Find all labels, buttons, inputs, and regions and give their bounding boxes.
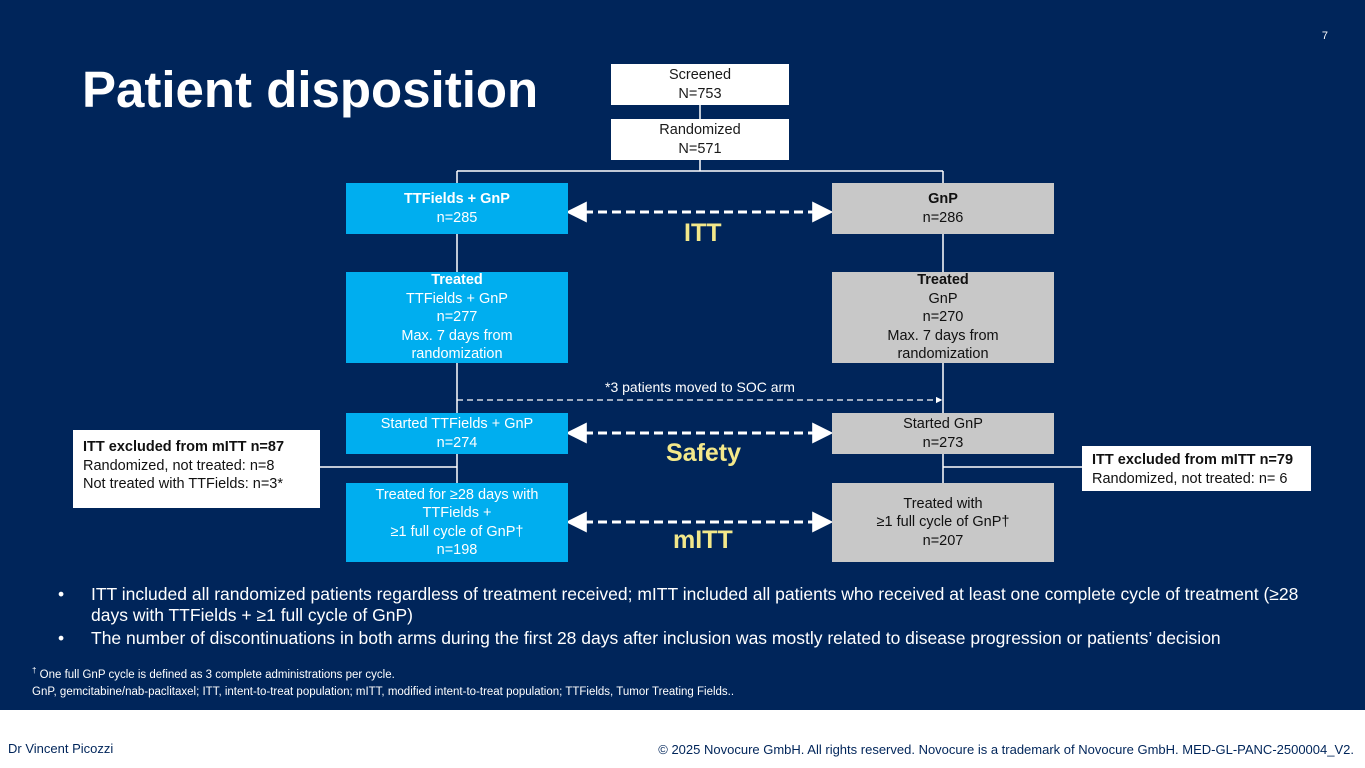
screened-box: Screened N=753 — [611, 64, 789, 105]
bullet-marker: • — [58, 584, 65, 604]
treated-ttfields-line: randomization — [411, 346, 503, 363]
randomized-label: Randomized — [659, 122, 741, 138]
screened-label: Screened — [668, 67, 732, 83]
mitt-gnp-line: ≥1 full cycle of GnP† — [876, 514, 1010, 531]
itt-label: ITT — [684, 219, 722, 247]
footnote-cycle: † One full GnP cycle is defined as 3 com… — [32, 662, 734, 684]
footnotes: † One full GnP cycle is defined as 3 com… — [32, 662, 734, 701]
bullet-item: • ITT included all randomized patients r… — [58, 584, 1318, 626]
treated-gnp-line: GnP — [928, 290, 958, 307]
mitt-ttfields-line: n=198 — [436, 542, 478, 558]
safety-label: Safety — [666, 439, 742, 467]
page-title: Patient disposition — [82, 61, 539, 118]
mitt-ttfields-line: ≥1 full cycle of GnP† — [390, 523, 524, 540]
treated-ttfields-line: Max. 7 days from — [401, 327, 513, 344]
treated-gnp-line: Max. 7 days from — [887, 327, 999, 344]
mitt-gnp-line: n=207 — [922, 532, 964, 549]
excluded-left-box: ITT excluded from mITT n=87 Randomized, … — [73, 430, 320, 508]
excluded-left-title: ITT excluded from mITT n=87 — [83, 439, 285, 455]
excluded-left-line: Randomized, not treated: n=8 — [83, 457, 275, 474]
mitt-ttfields-line: TTFields + — [422, 505, 492, 521]
author-name: Dr Vincent Picozzi — [8, 741, 114, 756]
treated-ttfields-line: n=277 — [436, 309, 478, 326]
started-gnp-box: Started GnP n=273 — [832, 413, 1054, 454]
randomized-box: Randomized N=571 — [611, 119, 789, 160]
treated-gnp-line: n=270 — [922, 309, 964, 326]
treated-gnp-title: Treated — [917, 272, 969, 289]
started-ttfields-label: Started TTFields + GnP — [380, 416, 534, 432]
arm-gnp-box: GnP n=286 — [832, 183, 1054, 234]
mitt-ttfields-line: Treated for ≥28 days with — [375, 486, 539, 503]
arm-gnp-label: GnP — [928, 191, 958, 207]
bullet-text: The number of discontinuations in both a… — [91, 628, 1221, 648]
soc-note: *3 patients moved to SOC arm — [605, 379, 795, 395]
mitt-ttfields-box: Treated for ≥28 days with TTFields + ≥1 … — [346, 483, 568, 562]
started-ttfields-box: Started TTFields + GnP n=274 — [346, 413, 568, 454]
page-number: 7 — [1321, 30, 1328, 42]
footnote-abbreviations: GnP, gemcitabine/nab-paclitaxel; ITT, in… — [32, 685, 735, 698]
bullet-list: • ITT included all randomized patients r… — [58, 584, 1318, 651]
excluded-right-line: Randomized, not treated: n= 6 — [1092, 470, 1288, 487]
flow-connectors — [320, 105, 1082, 533]
treated-gnp-box: Treated GnP n=270 Max. 7 days from rando… — [832, 272, 1054, 363]
footer — [0, 710, 1365, 768]
screened-count: N=753 — [678, 85, 722, 102]
treated-ttfields-box: Treated TTFields + GnP n=277 Max. 7 days… — [346, 272, 568, 363]
bullet-text: ITT included all randomized patients reg… — [91, 584, 1299, 625]
started-gnp-count: n=273 — [922, 434, 964, 451]
treated-gnp-line: randomization — [897, 346, 989, 363]
arm-ttfields-gnp-count: n=285 — [436, 209, 478, 226]
treated-ttfields-line: TTFields + GnP — [406, 290, 508, 307]
excluded-right-box: ITT excluded from mITT n=79 Randomized, … — [1082, 446, 1311, 491]
bullet-marker: • — [58, 628, 65, 648]
mitt-label: mITT — [673, 526, 733, 554]
copyright-notice: © 2025 Novocure GmbH. All rights reserve… — [658, 742, 1354, 757]
treated-ttfields-title: Treated — [431, 272, 483, 289]
arm-ttfields-gnp-label: TTFields + GnP — [404, 191, 510, 207]
randomized-count: N=571 — [678, 140, 722, 157]
dagger-symbol: † — [32, 666, 37, 675]
bullet-item: • The number of discontinuations in both… — [58, 628, 1318, 649]
started-ttfields-count: n=274 — [436, 434, 478, 451]
mitt-gnp-box: Treated with ≥1 full cycle of GnP† n=207 — [832, 483, 1054, 562]
arm-ttfields-gnp-box: TTFields + GnP n=285 — [346, 183, 568, 234]
excluded-left-line: Not treated with TTFields: n=3* — [83, 476, 284, 492]
mitt-gnp-line: Treated with — [903, 495, 983, 512]
started-gnp-label: Started GnP — [903, 416, 983, 432]
excluded-right-title: ITT excluded from mITT n=79 — [1092, 452, 1294, 468]
arm-gnp-count: n=286 — [922, 209, 964, 226]
footnote-cycle-text: One full GnP cycle is defined as 3 compl… — [36, 668, 395, 681]
slide: 7 Patient disposition — [0, 0, 1365, 710]
